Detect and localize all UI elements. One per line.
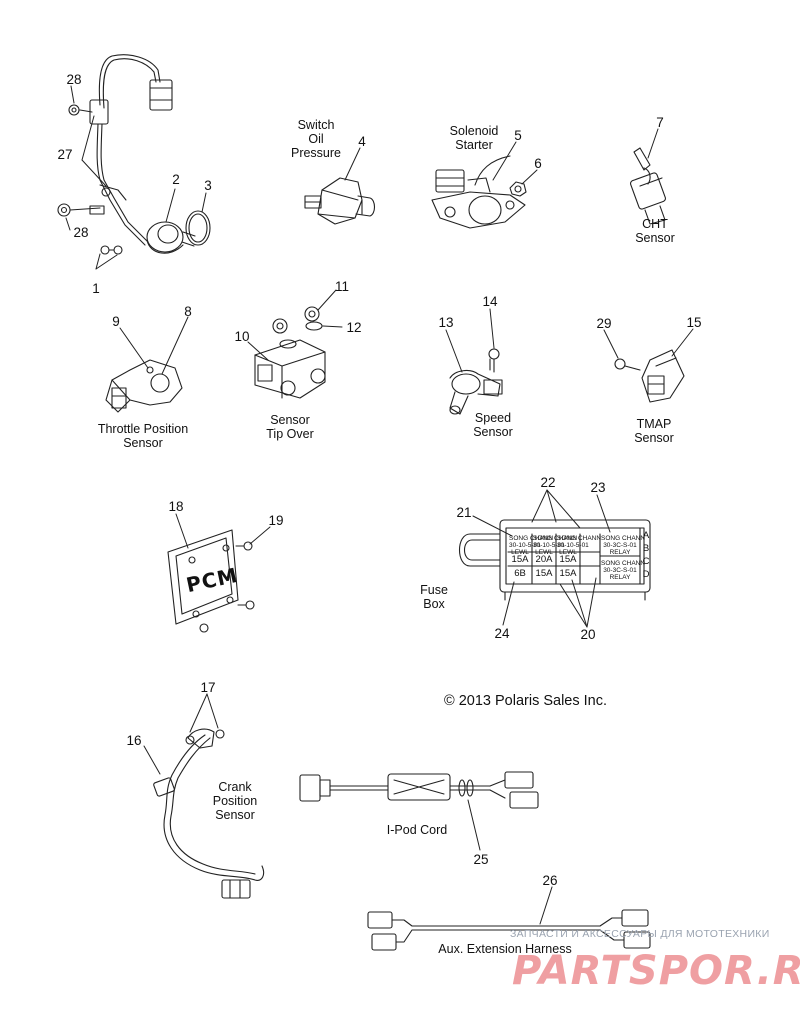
callout-8: 8 bbox=[184, 304, 192, 319]
callout-10: 10 bbox=[234, 329, 250, 344]
callout-12: 12 bbox=[346, 320, 362, 335]
fuse-row-letter-d: D bbox=[642, 569, 650, 580]
caption-line: Sensor bbox=[123, 436, 163, 450]
caption-line: TMAP bbox=[636, 417, 672, 431]
callout-13: 13 bbox=[438, 315, 454, 330]
caption-line: Crank bbox=[218, 780, 252, 794]
fuse-row-letter-a: A bbox=[642, 530, 650, 541]
callout-16: 16 bbox=[126, 733, 142, 748]
callout-28-bottom: 28 bbox=[73, 225, 89, 240]
ipod-cord bbox=[300, 772, 538, 808]
callout-1: 1 bbox=[92, 281, 100, 296]
starter-solenoid bbox=[432, 156, 526, 228]
caption-fuse-box: Fuse Box bbox=[420, 583, 448, 611]
harness-wire-assembly bbox=[58, 55, 172, 245]
fuse-cell-2: SONG CHANN 30-10-5-01 LEWL bbox=[533, 535, 578, 556]
leader-lines bbox=[66, 86, 693, 924]
callout-4: 4 bbox=[358, 134, 366, 149]
caption-line: Position bbox=[212, 794, 258, 808]
caption-line: Solenoid bbox=[449, 124, 499, 138]
callout-17: 17 bbox=[200, 680, 216, 695]
caption-throttle-position-sensor: Throttle Position Sensor bbox=[98, 422, 188, 450]
fuse-amp-r1c2: 20A bbox=[535, 554, 553, 565]
caption-cht-sensor: CHT Sensor bbox=[635, 217, 675, 245]
callout-20: 20 bbox=[580, 627, 596, 642]
caption-line: Sensor bbox=[635, 231, 675, 245]
callout-9: 9 bbox=[112, 314, 120, 329]
caption-line: Speed bbox=[474, 411, 512, 425]
caption-tmap-sensor: TMAP Sensor bbox=[634, 417, 674, 445]
callout-29: 29 bbox=[596, 316, 612, 331]
tmap-sensor bbox=[615, 350, 684, 402]
fuse-cell-1: SONG CHANN 30-10-5-01 LEWL bbox=[509, 535, 554, 556]
fuse-amp-r2c1: 6B bbox=[514, 568, 526, 579]
callout-2: 2 bbox=[172, 172, 180, 187]
callout-27: 27 bbox=[57, 147, 73, 162]
oil-pressure-sender bbox=[101, 211, 210, 254]
fuse-amp-r1c3: 15A bbox=[559, 554, 577, 565]
watermark-brand: PARTSPOR.RU bbox=[512, 948, 800, 994]
callout-25: 25 bbox=[473, 852, 489, 867]
copyright-notice: © 2013 Polaris Sales Inc. bbox=[444, 693, 608, 709]
callout-22: 22 bbox=[540, 475, 556, 490]
caption-line: Sensor bbox=[634, 431, 674, 445]
fuse-relay-bottom: SONG CHANN 30-3C-S-01 RELAY bbox=[601, 560, 646, 581]
fuse-row-letter-b: B bbox=[642, 543, 650, 554]
callout-18: 18 bbox=[168, 499, 184, 514]
caption-line: Fuse bbox=[420, 583, 448, 597]
cht-sensor bbox=[630, 148, 667, 224]
caption-aux-extension-harness: Aux. Extension Harness bbox=[438, 942, 572, 956]
caption-line: Throttle Position bbox=[97, 422, 189, 436]
callout-19: 19 bbox=[268, 513, 284, 528]
caption-line: Pressure bbox=[290, 146, 342, 160]
callout-14: 14 bbox=[482, 294, 498, 309]
callout-5: 5 bbox=[514, 128, 522, 143]
caption-switch-oil-pressure: Switch Oil Pressure bbox=[291, 118, 341, 160]
caption-speed-sensor: Speed Sensor bbox=[473, 411, 513, 439]
callout-21: 21 bbox=[456, 505, 472, 520]
callout-3: 3 bbox=[204, 178, 212, 193]
throttle-position-sensor bbox=[106, 360, 182, 412]
callout-6: 6 bbox=[534, 156, 542, 171]
caption-ipod-cord: I-Pod Cord bbox=[386, 823, 448, 837]
caption-sensor-tip-over: Sensor Tip Over bbox=[266, 413, 313, 441]
caption-line: Tip Over bbox=[266, 427, 314, 441]
caption-line: Sensor bbox=[270, 413, 310, 427]
tip-over-sensor bbox=[255, 307, 325, 398]
speed-sensor bbox=[450, 349, 502, 414]
caption-crank-position-sensor: Crank Position Sensor bbox=[213, 780, 257, 822]
aux-extension-harness bbox=[368, 910, 650, 950]
caption-line: Oil bbox=[308, 132, 324, 146]
fuse-amp-r2c2: 15A bbox=[535, 568, 553, 579]
callout-24: 24 bbox=[494, 626, 510, 641]
caption-solenoid-starter: Solenoid Starter bbox=[450, 124, 499, 152]
callout-7: 7 bbox=[656, 115, 664, 130]
caption-line: Starter bbox=[455, 138, 493, 152]
fuse-relay-top: SONG CHANN 30-3C-S-01 RELAY bbox=[601, 535, 646, 556]
callout-28-top: 28 bbox=[66, 72, 82, 87]
watermark-tagline: ЗАПЧАСТИ И АКСЕССУАРЫ ДЛЯ МОТОТЕХНИКИ bbox=[510, 928, 770, 940]
callout-26: 26 bbox=[542, 873, 558, 888]
fuse-cell-3: SONG CHANN 30-10-5-01 LEWL bbox=[557, 535, 602, 556]
oil-pressure-switch bbox=[305, 178, 375, 224]
crank-position-harness bbox=[153, 729, 263, 898]
caption-line: CHT bbox=[642, 217, 668, 231]
caption-line: Sensor bbox=[473, 425, 513, 439]
caption-line: Box bbox=[423, 597, 445, 611]
pcm-module bbox=[168, 530, 254, 632]
fuse-amp-r1c1: 15A bbox=[511, 554, 529, 565]
callout-11: 11 bbox=[334, 279, 350, 294]
callout-23: 23 bbox=[590, 480, 606, 495]
fuse-amp-r2c3: 15A bbox=[559, 568, 577, 579]
caption-line: Sensor bbox=[215, 808, 255, 822]
callout-15: 15 bbox=[686, 315, 702, 330]
fuse-row-letter-c: C bbox=[642, 556, 650, 567]
fuse-box bbox=[460, 520, 651, 600]
caption-line: Switch bbox=[297, 118, 335, 132]
